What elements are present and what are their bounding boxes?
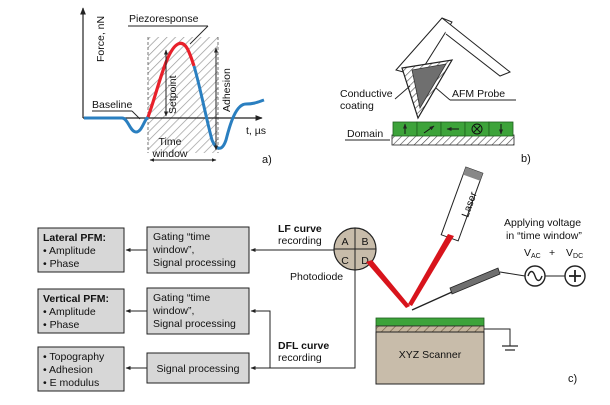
xyz-scanner xyxy=(375,331,485,385)
vertical-pfm-title: Vertical PFM: xyxy=(43,293,109,305)
conductive-coating-line1: Conductive xyxy=(340,88,393,100)
cantilever-c-tip xyxy=(411,291,453,311)
ground-wire xyxy=(484,328,511,346)
polarization-diag-arrow xyxy=(423,125,435,134)
piezoresponse-label: Piezoresponse xyxy=(129,13,199,25)
y-axis-label: Force, nN xyxy=(95,16,107,62)
dfl-to-vertical-line xyxy=(250,309,271,368)
lateral-gating-line2: window”, xyxy=(152,244,194,256)
xyz-scanner-label: XYZ Scanner xyxy=(399,349,462,361)
photodiode-label: Photodiode xyxy=(290,271,343,283)
panel-a-force-curve: Setpoint Adhesion Piezoresponse Baseline… xyxy=(80,7,272,166)
retract-curve xyxy=(192,65,265,150)
baseline-label: Baseline xyxy=(92,99,132,111)
mechanical-props-box xyxy=(37,346,125,392)
vac-label: VAC xyxy=(524,247,541,260)
vertical-item-1: • Amplitude xyxy=(43,306,96,318)
source-to-cantilever-wire xyxy=(499,271,526,277)
lateral-pfm-box xyxy=(37,227,125,273)
lateral-gating-box xyxy=(146,226,250,274)
piezoresponse-pointer xyxy=(189,25,209,45)
baseline-pointer xyxy=(131,110,141,120)
panel-c-setup: Lateral PFM: • Amplitude • Phase Vertica… xyxy=(37,166,586,392)
conductive-pointer xyxy=(394,85,411,100)
lateral-pfm-title: Lateral PFM: xyxy=(43,232,106,244)
vertical-pfm-box xyxy=(37,288,125,334)
incident-laser-beam xyxy=(408,234,454,306)
vertical-gating-box xyxy=(146,287,250,335)
time-window-label-line2: window xyxy=(151,148,187,160)
dfl-signal-line xyxy=(250,270,356,370)
sample-substrate xyxy=(375,325,485,333)
polarization-into-page-icon xyxy=(471,123,483,135)
cross-stroke-b xyxy=(473,125,481,133)
sample-layer xyxy=(375,317,485,327)
quadrant-a: A xyxy=(341,236,348,248)
ac-wave xyxy=(527,270,543,282)
cantilever-arm xyxy=(441,17,511,77)
afm-probe-pointer xyxy=(435,87,451,101)
time-window-label-line1: Time xyxy=(159,136,182,148)
signal-processing-label: Signal processing xyxy=(157,363,240,375)
vertical-gating-line3: Signal processing xyxy=(153,318,236,330)
vac-subscript: AC xyxy=(531,253,541,260)
vdc-label: VDC xyxy=(566,247,583,260)
quadrant-b: B xyxy=(361,236,368,248)
panel-b-letter: b) xyxy=(521,153,531,165)
dfl-curve-line2: recording xyxy=(278,352,322,364)
bottom-item-3: • E modulus xyxy=(43,377,99,389)
vertical-item-2: • Phase xyxy=(43,319,80,331)
time-window-region xyxy=(148,37,218,153)
lf-curve-line1: LF curve xyxy=(278,223,322,235)
domain-label: Domain xyxy=(347,128,383,140)
lf-curve-line2: recording xyxy=(278,235,322,247)
lateral-item-2: • Phase xyxy=(43,258,80,270)
panel-b-probe-detail: Conductive coating AFM Probe Domain b) xyxy=(340,17,531,165)
x-axis-label: t, µs xyxy=(246,125,266,137)
panel-c-letter: c) xyxy=(568,373,577,385)
vdc-subscript: DC xyxy=(573,253,583,260)
quadrant-d: D xyxy=(361,255,369,267)
probe-core xyxy=(411,63,447,110)
lateral-item-1: • Amplitude xyxy=(43,245,96,257)
adhesion-label: Adhesion xyxy=(221,68,233,112)
afm-probe-label: AFM Probe xyxy=(452,88,505,100)
setpoint-label: Setpoint xyxy=(167,75,179,114)
signal-processing-box xyxy=(146,352,250,384)
panel-a-letter: a) xyxy=(262,154,272,166)
cantilever-c xyxy=(449,267,501,295)
laser-source xyxy=(440,166,484,242)
reflected-laser-beam xyxy=(366,260,410,308)
lateral-gating-line1: Gating “time xyxy=(153,231,210,243)
applying-voltage-line2: in “time window” xyxy=(506,230,582,242)
substrate xyxy=(391,134,515,146)
quadrant-c: C xyxy=(341,255,349,267)
baseline-curve xyxy=(84,115,150,134)
bottom-item-2: • Adhesion xyxy=(43,364,93,376)
conductive-coating-line2: coating xyxy=(340,100,374,112)
piezoresponse-curve-rise xyxy=(146,41,196,118)
plus-between-label: + xyxy=(549,247,555,259)
vertical-gating-line2: window”, xyxy=(152,305,194,317)
lateral-gating-line3: Signal processing xyxy=(153,257,236,269)
bottom-item-1: • Topography xyxy=(43,351,105,363)
applying-voltage-line1: Applying voltage xyxy=(504,217,581,229)
dfl-curve-line1: DFL curve xyxy=(278,340,329,352)
vertical-gating-line1: Gating “time xyxy=(153,292,210,304)
